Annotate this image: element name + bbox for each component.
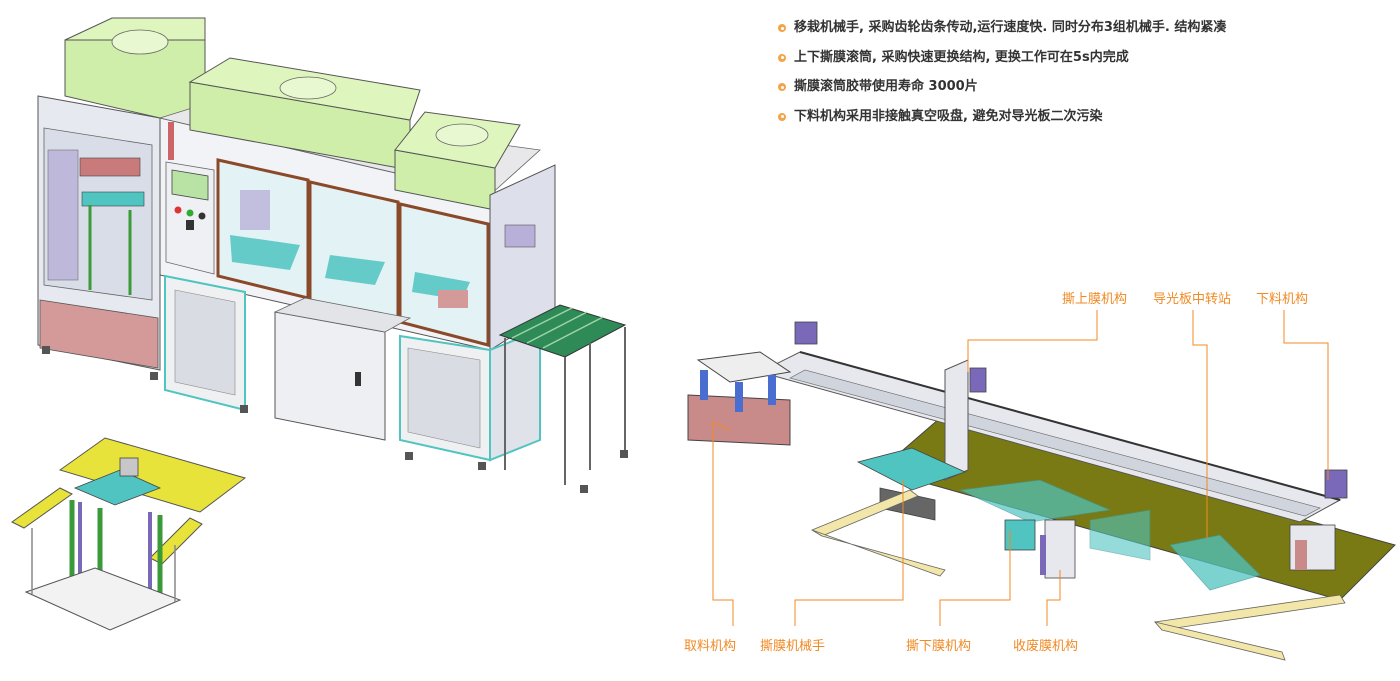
bullet-icon <box>778 53 786 62</box>
label-unloading: 下料机构 <box>1256 292 1309 307</box>
label-light-guide-transfer: 导光板中转站 <box>1153 292 1232 307</box>
feature-text: 移栽机械手, 采购齿轮齿条传动,运行速度快. 同时分布3组机械手. 结构紧凑 <box>794 20 1227 35</box>
label-tear-bottom-film: 撕下膜机构 <box>906 639 972 654</box>
station-layout <box>687 321 1396 661</box>
label-waste-film-collection: 收废膜机构 <box>1013 639 1079 654</box>
feature-item: 下料机构采用非接触真空吸盘, 避免对导光板二次污染 <box>778 107 1378 137</box>
feature-list: 移栽机械手, 采购齿轮齿条传动,运行速度快. 同时分布3组机械手. 结构紧凑 上… <box>778 18 1378 136</box>
label-tear-top-film: 撕上膜机构 <box>1062 292 1128 307</box>
bullet-icon <box>778 24 786 32</box>
feature-text: 上下撕膜滚筒, 采购快速更换结构, 更换工作可在5s内完成 <box>794 49 1129 65</box>
callout-leaders <box>712 310 1329 626</box>
feature-text: 下料机构采用非接触真空吸盘, 避免对导光板二次污染 <box>794 108 1103 124</box>
machine-assembly <box>37 17 628 493</box>
feature-text: 撕膜滚筒胶带使用寿命 3000片 <box>794 79 978 94</box>
feature-item: 移栽机械手, 采购齿轮齿条传动,运行速度快. 同时分布3组机械手. 结构紧凑 <box>778 18 1378 48</box>
bullet-icon <box>778 112 786 121</box>
feature-item: 撕膜滚筒胶带使用寿命 3000片 <box>778 77 1378 107</box>
label-pickup: 取料机构 <box>684 639 737 654</box>
feature-item: 上下撕膜滚筒, 采购快速更换结构, 更换工作可在5s内完成 <box>778 48 1378 78</box>
pickup-subassembly <box>11 437 247 631</box>
bullet-icon <box>778 83 786 91</box>
label-film-tearing-manipulator: 撕膜机械手 <box>760 639 826 654</box>
